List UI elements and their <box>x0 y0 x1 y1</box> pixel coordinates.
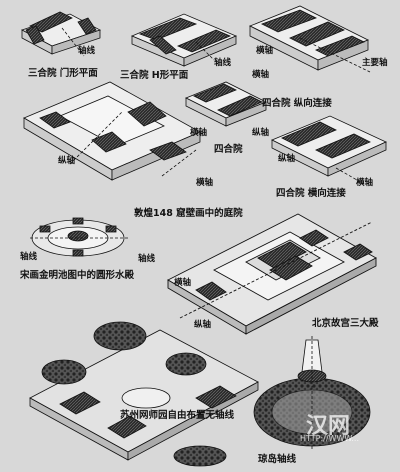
axis-label-13: 横轴 <box>174 278 192 288</box>
axis-label-4: 横轴 <box>252 70 270 80</box>
axis-label-8: 横轴 <box>196 178 214 188</box>
axis-label-11: 轴线 <box>20 252 38 262</box>
axis-label-12: 轴线 <box>138 254 156 264</box>
label-beijing: 北京故宫三大殿 <box>312 318 379 329</box>
label-sanheyuan-men: 三合院 门形平面 <box>28 68 98 79</box>
island-qiongdao-drawing <box>253 336 371 450</box>
qiongdao-bridge-drawing <box>173 445 227 467</box>
axis-label-10: 横轴 <box>356 178 374 188</box>
axis-label-9: 纵轴 <box>278 154 296 164</box>
axis-label-7: 纵轴 <box>58 156 76 166</box>
label-zhuyaozhou: 主要轴 <box>362 58 388 68</box>
label-songhua: 宋画金明池图中的圆形水殿 <box>20 270 135 281</box>
label-sanheyuan-h: 三合院 H形平面 <box>120 70 189 81</box>
palace-beijing-drawing <box>167 213 377 335</box>
courtyard-sanheyuan-h-drawing <box>130 13 238 67</box>
axis-label-2: 轴线 <box>214 58 232 68</box>
courtyard-siheyuan-hengxiang-drawing <box>271 115 387 185</box>
courtyard-dunhuang-drawing <box>23 81 201 181</box>
label-dunhuang: 敦煌148 窟壁画中的庭院 <box>134 208 243 219</box>
label-suzhou: 苏州网师园自由布置无轴线 <box>120 410 235 421</box>
axis-label-1: 轴线 <box>78 46 96 56</box>
courtyard-siheyuan-drawing <box>185 81 267 127</box>
axis-label-14: 纵轴 <box>194 320 212 330</box>
watermark-url: HTTP://WWW... <box>300 434 359 443</box>
axis-label-3: 横轴 <box>256 46 274 56</box>
courtyard-sanheyuan-men-drawing <box>20 11 102 57</box>
axis-label-5: 纵轴 <box>252 128 270 138</box>
courtyard-siheyuan-zongxiang-drawing <box>249 5 371 73</box>
label-siheyuan: 四合院 <box>214 144 243 155</box>
pavilion-songhua-drawing <box>30 217 128 257</box>
label-qiongdao: 琼岛轴线 <box>258 454 297 465</box>
label-siheyuan-hengxiang: 四合院 横向连接 <box>276 188 346 199</box>
label-siheyuan-zongxiang: 四合院 纵向连接 <box>262 98 332 109</box>
axis-label-6: 横轴 <box>190 128 208 138</box>
watermark-logo: 汉网 <box>306 414 351 439</box>
garden-suzhou-drawing <box>29 321 259 461</box>
